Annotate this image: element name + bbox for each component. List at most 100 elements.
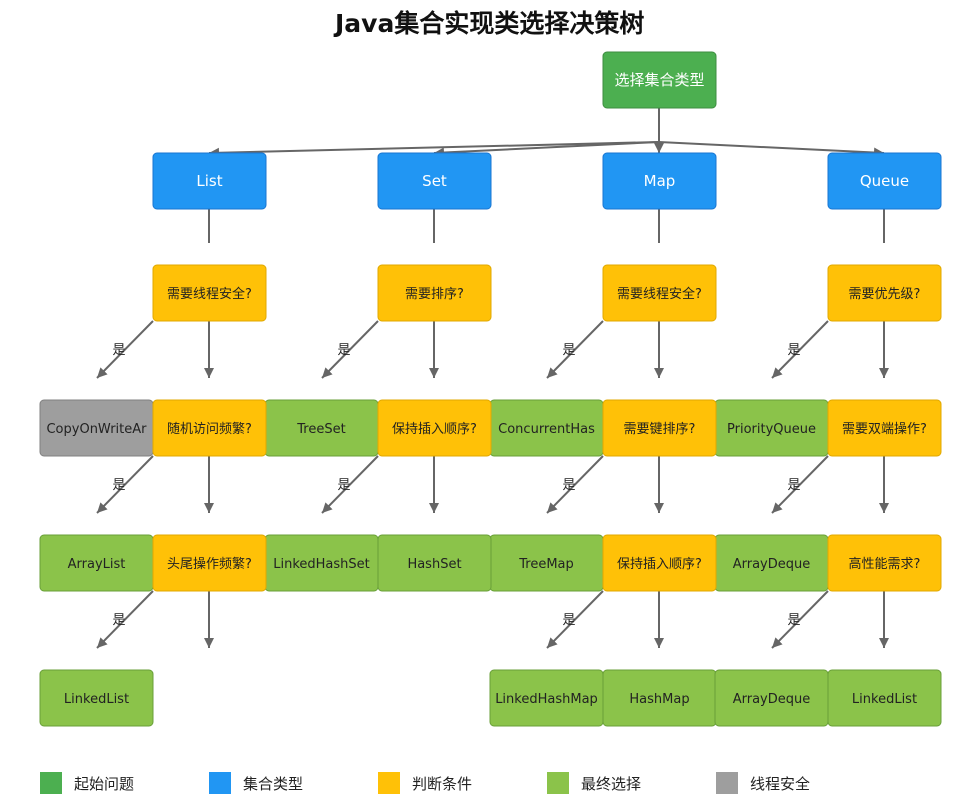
node-label: 随机访问频繁? <box>167 421 252 437</box>
node-box <box>152 264 267 322</box>
node-treemap: TreeMap <box>489 534 604 592</box>
node-arraylist: ArrayList <box>39 534 154 592</box>
legend-item: 起始问题 <box>40 770 134 796</box>
node-box <box>827 264 942 322</box>
node-label: LinkedHashMap <box>495 692 598 707</box>
node-list-q1: 需要线程安全? <box>152 264 267 322</box>
node-label: 需要排序? <box>405 287 464 302</box>
node-linkedhashset: LinkedHashSet <box>264 534 379 592</box>
legend: 起始问题 集合类型 判断条件 最终选择 线程安全 <box>40 770 960 796</box>
edge-label-yes: 是 <box>337 478 350 493</box>
node-box <box>152 152 267 210</box>
legend-swatch <box>378 772 400 794</box>
node-label: List <box>196 172 222 190</box>
node-label: 需要线程安全? <box>167 286 252 302</box>
node-list-q3: 头尾操作频繁? <box>152 534 267 592</box>
node-box <box>602 264 717 322</box>
node-label: HashMap <box>629 692 689 707</box>
node-label: 高性能需求? <box>849 556 921 572</box>
node-label: LinkedList <box>852 692 917 707</box>
node-priorityqueue: PriorityQueue <box>714 399 829 457</box>
node-set: Set <box>377 152 492 210</box>
edge-yes <box>321 455 379 514</box>
node-label: 需要线程安全? <box>617 286 702 302</box>
node-label: 需要双端操作? <box>842 421 927 437</box>
edge-label-yes: 是 <box>787 343 800 358</box>
node-box <box>377 534 492 592</box>
edge-yes <box>96 590 154 649</box>
edge-label-yes: 是 <box>562 613 575 628</box>
legend-swatch <box>547 772 569 794</box>
node-box <box>602 51 717 109</box>
edge-yes <box>771 590 829 649</box>
node-queue-q3: 高性能需求? <box>827 534 942 592</box>
node-map-q1: 需要线程安全? <box>602 264 717 322</box>
node-box <box>152 399 267 457</box>
node-label: TreeMap <box>518 557 574 572</box>
legend-swatch <box>40 772 62 794</box>
edge-label-yes: 是 <box>562 478 575 493</box>
node-linkedlist1: LinkedList <box>39 669 154 727</box>
node-box <box>827 669 942 727</box>
legend-item: 集合类型 <box>209 770 303 796</box>
edge-yes <box>771 320 829 379</box>
legend-label: 最终选择 <box>581 774 642 793</box>
legend-label: 起始问题 <box>74 774 135 793</box>
node-box <box>377 152 492 210</box>
legend-label: 集合类型 <box>243 774 304 793</box>
node-queue-q1: 需要优先级? <box>827 264 942 322</box>
node-box <box>602 399 717 457</box>
node-label: Queue <box>860 172 909 190</box>
node-label: ArrayList <box>68 557 126 572</box>
node-label: 需要优先级? <box>849 287 921 302</box>
diagram-title: Java集合实现类选择决策树 <box>335 9 645 38</box>
node-label: PriorityQueue <box>727 422 816 437</box>
node-map-q3: 保持插入顺序? <box>602 534 717 592</box>
node-linkedhashmap: LinkedHashMap <box>489 669 604 727</box>
edge-label-yes: 是 <box>112 613 125 628</box>
node-label: CopyOnWriteAr <box>46 422 147 437</box>
node-label: 保持插入顺序? <box>617 557 702 572</box>
node-root: 选择集合类型 <box>602 51 717 109</box>
node-hashset: HashSet <box>377 534 492 592</box>
node-hashmap: HashMap <box>602 669 717 727</box>
node-box <box>152 534 267 592</box>
edge-label-yes: 是 <box>562 343 575 358</box>
legend-label: 判断条件 <box>412 774 473 793</box>
legend-label: 线程安全 <box>750 774 811 793</box>
node-box <box>39 669 154 727</box>
legend-swatch <box>209 772 231 794</box>
node-list: List <box>152 152 267 210</box>
legend-item: 判断条件 <box>378 770 472 796</box>
node-label: Map <box>644 172 676 190</box>
edge-yes <box>546 320 604 379</box>
node-label: LinkedList <box>64 692 129 707</box>
node-label: ConcurrentHas <box>498 422 595 437</box>
decision-tree: 选择集合类型 List Set Map Queue 需要线程安全? 需要排序? 需要线程安全?… <box>39 51 942 727</box>
node-linkedlist2: LinkedList <box>827 669 942 727</box>
node-box <box>827 534 942 592</box>
edge-yes <box>96 320 154 379</box>
node-set-q2: 保持插入顺序? <box>377 399 492 457</box>
node-treeset: TreeSet <box>264 399 379 457</box>
node-label: ArrayDeque <box>733 692 811 707</box>
edge-yes <box>321 320 379 379</box>
node-set-q1: 需要排序? <box>377 264 492 322</box>
node-label: 头尾操作频繁? <box>167 556 252 572</box>
node-label: HashSet <box>407 557 461 572</box>
edge-label-yes: 是 <box>787 613 800 628</box>
node-label: 保持插入顺序? <box>392 422 477 437</box>
edge-root-to-type <box>433 141 660 158</box>
node-box <box>377 264 492 322</box>
edge-yes <box>96 455 154 514</box>
edge-label-yes: 是 <box>787 478 800 493</box>
node-box <box>377 399 492 457</box>
edge-label-yes: 是 <box>112 343 125 358</box>
edge-yes <box>546 455 604 514</box>
legend-swatch <box>716 772 738 794</box>
node-label: 需要键排序? <box>624 422 696 437</box>
node-label: ArrayDeque <box>733 557 811 572</box>
edge-root-to-type <box>658 141 885 158</box>
legend-item: 最终选择 <box>547 770 641 796</box>
node-concurrent: ConcurrentHas <box>489 399 604 457</box>
